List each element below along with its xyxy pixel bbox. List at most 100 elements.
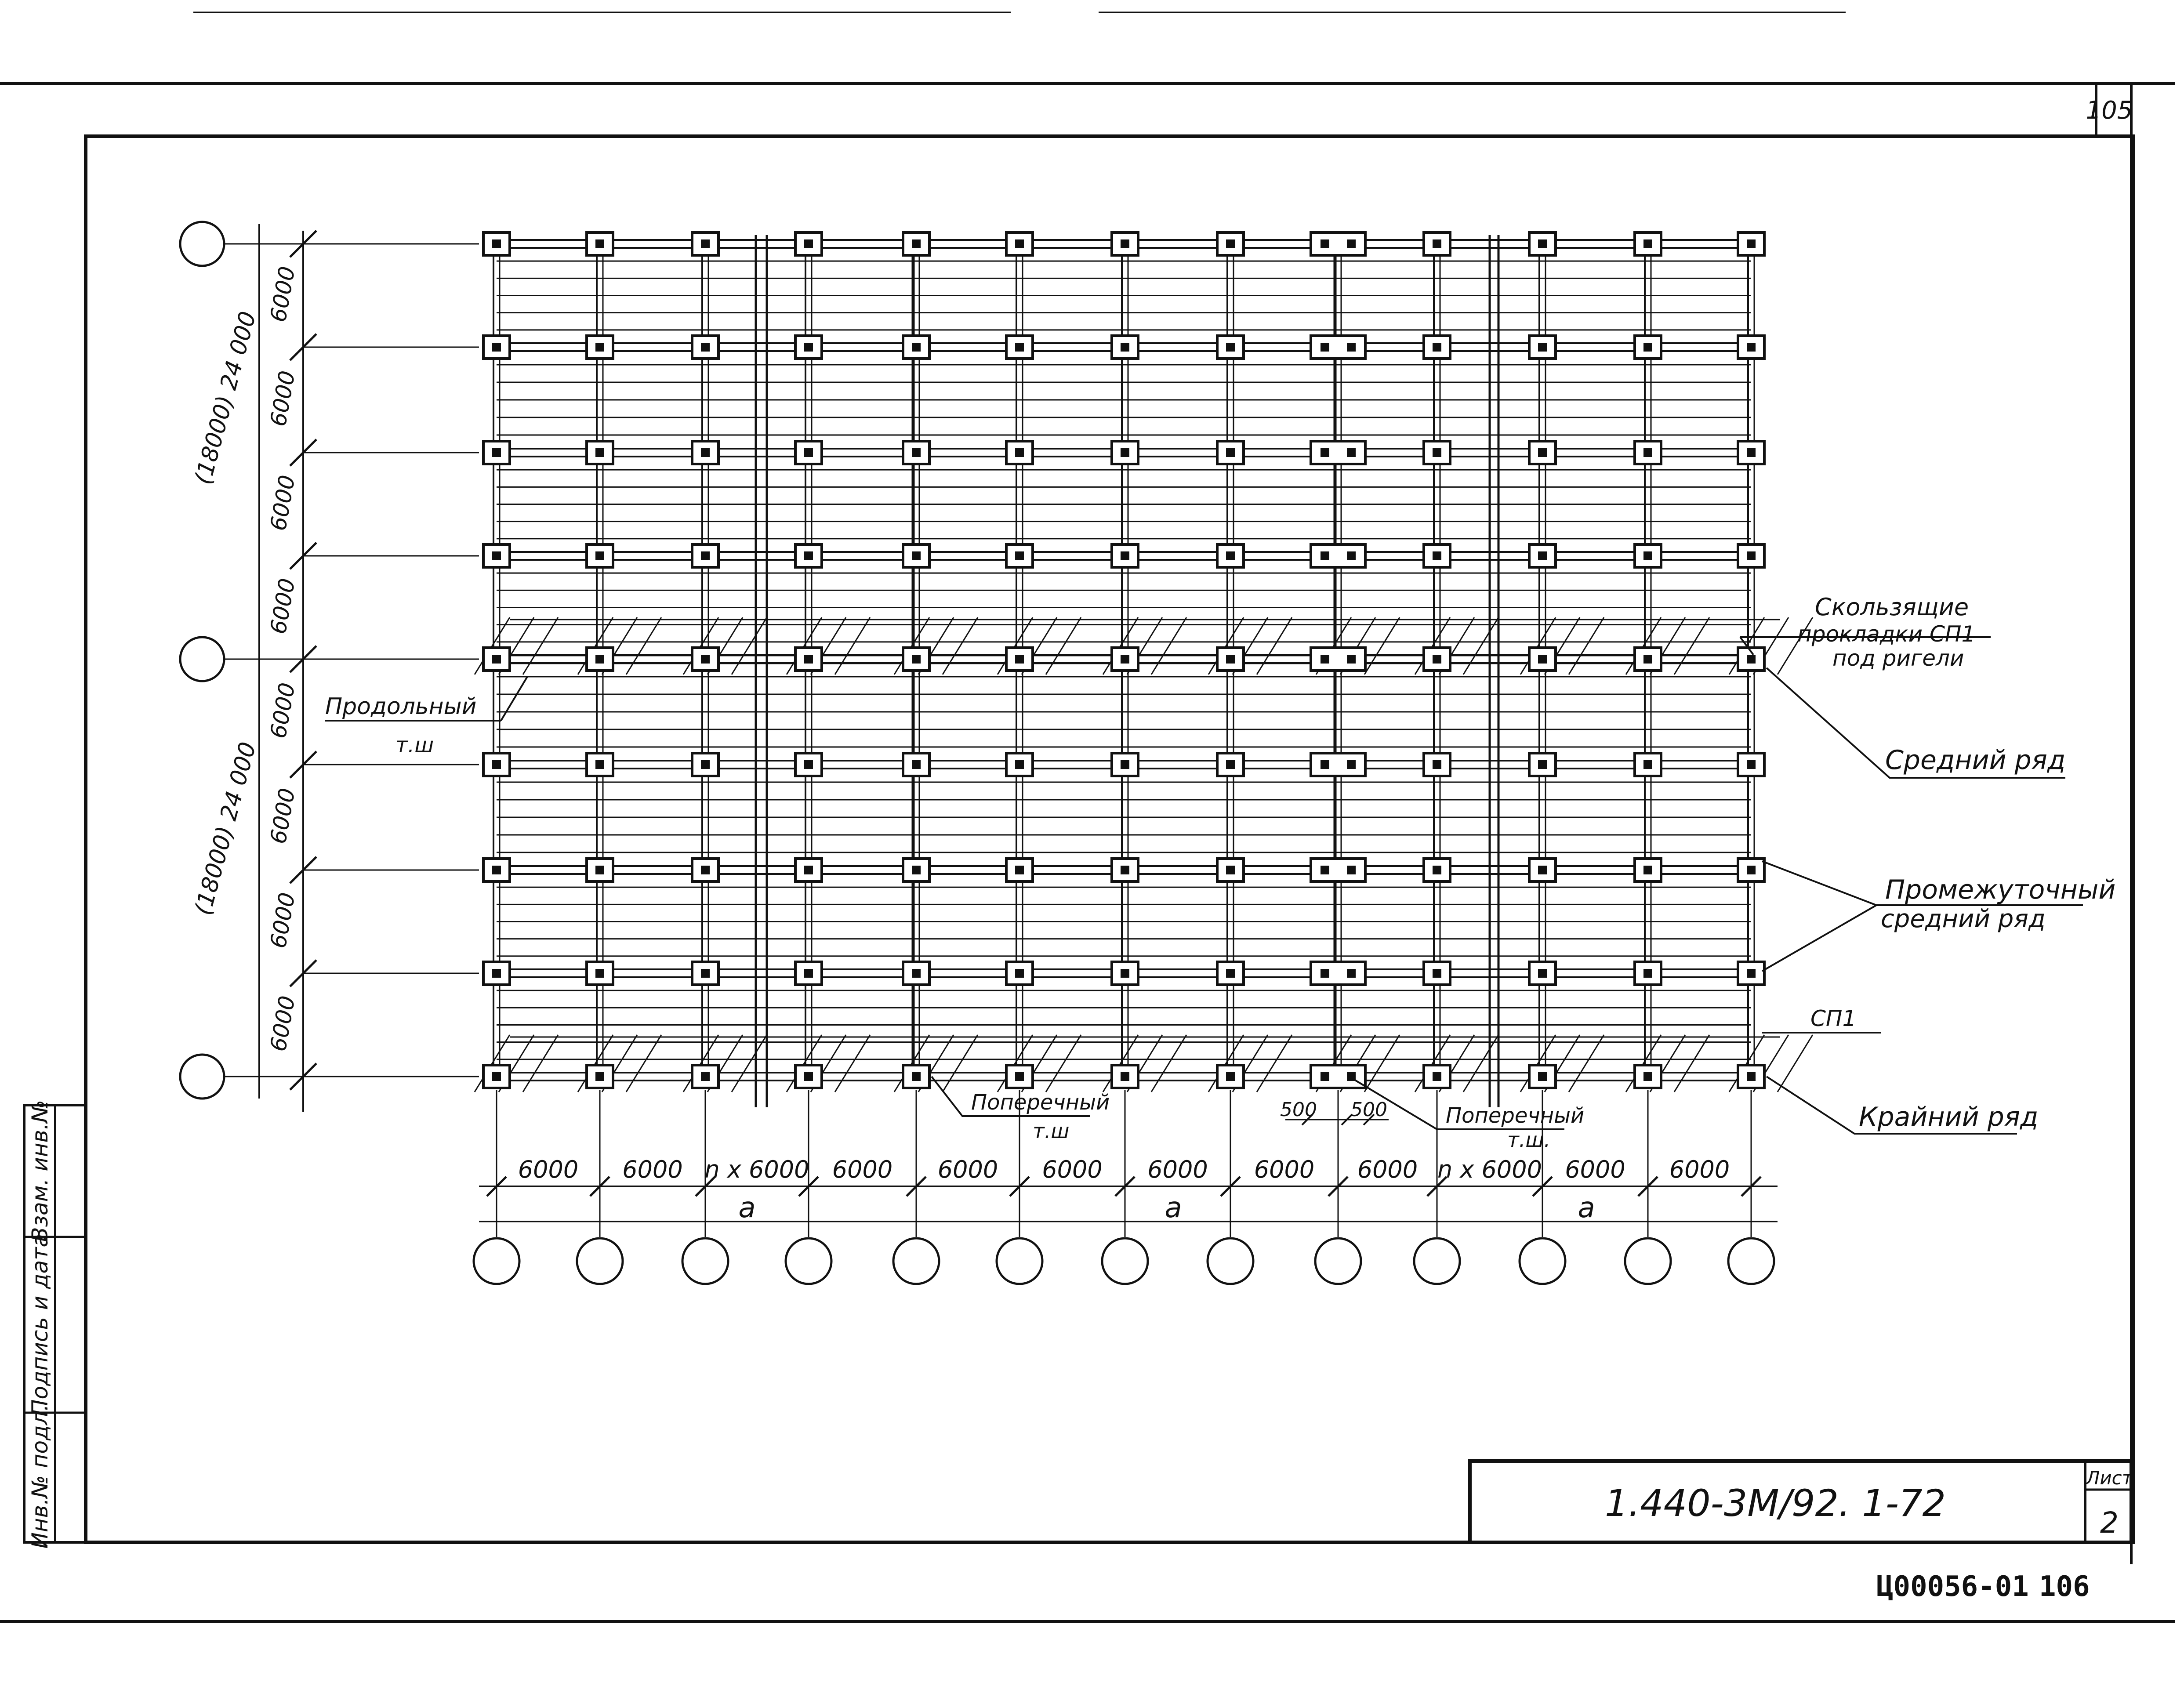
column-core <box>1433 551 1441 560</box>
pad-hatch <box>786 1034 823 1092</box>
pad-hatch <box>942 617 979 675</box>
column-core <box>1121 343 1129 352</box>
column <box>1737 646 1766 672</box>
column-core <box>1347 866 1356 874</box>
column-core <box>1433 343 1441 352</box>
callout-longitudinal-line1: Продольный <box>325 693 476 720</box>
pad-hatch <box>1102 1034 1139 1092</box>
pad-hatch <box>1568 1034 1605 1092</box>
dim-tick <box>486 1176 507 1197</box>
dim-horizontal-value: 6000 <box>518 1156 578 1183</box>
stamp-inv-no: Инв.№ подл. <box>27 1404 53 1548</box>
pad-hatch <box>1462 617 1499 675</box>
pad-hatch <box>834 617 871 675</box>
column-core <box>1433 655 1441 664</box>
column-core <box>1015 343 1024 352</box>
double-column <box>1310 857 1367 883</box>
column-core <box>1347 448 1356 457</box>
dim-horizontal-value: 6000 <box>1669 1156 1730 1183</box>
column-core <box>912 551 921 560</box>
dim-tick <box>589 1176 610 1197</box>
pad-hatch <box>893 617 930 675</box>
dim-vertical-value: 6000 <box>265 786 300 845</box>
column-core <box>912 760 921 769</box>
column-core <box>1226 866 1235 874</box>
axis-bubble <box>179 1053 225 1100</box>
column <box>902 543 931 569</box>
dim-tick <box>1532 1176 1553 1197</box>
axis-bubble <box>1624 1237 1672 1285</box>
column-core <box>1015 1072 1024 1081</box>
pad-hatch <box>1150 1034 1187 1092</box>
column <box>902 440 931 465</box>
double-column <box>1310 440 1367 465</box>
column-core <box>1015 655 1024 664</box>
dim-tick <box>1114 1176 1136 1197</box>
dim-tick <box>798 1176 819 1197</box>
column-core <box>1347 655 1356 664</box>
axis-bubble <box>1727 1237 1775 1285</box>
column-core <box>804 655 813 664</box>
dim-tick <box>906 1176 927 1197</box>
column-core <box>1015 551 1024 560</box>
column-core <box>1321 866 1329 874</box>
column-core <box>1226 448 1235 457</box>
sheet-frame <box>0 11 2175 1623</box>
column-core <box>1121 1072 1129 1081</box>
pad-hatch <box>577 617 614 675</box>
column-core <box>492 969 501 978</box>
pad-hatch <box>834 1034 871 1092</box>
dim-small-right: 500 <box>1350 1099 1387 1121</box>
column-core <box>1321 448 1329 457</box>
callout-transverse-right-line1: Поперечный <box>1446 1103 1584 1128</box>
column <box>585 231 614 257</box>
column-core <box>1643 760 1652 769</box>
double-column <box>1310 231 1367 257</box>
pad-hatch <box>1568 617 1605 675</box>
pad-hatch <box>1045 1034 1082 1092</box>
axis-bubble <box>576 1237 624 1285</box>
column-core <box>804 343 813 352</box>
column-core <box>1433 1072 1441 1081</box>
double-column <box>1310 752 1367 777</box>
column-core <box>804 969 813 978</box>
column-core <box>1121 760 1129 769</box>
stamp-replace-inv: Взам. инв.№ <box>27 1100 53 1242</box>
column <box>1005 543 1034 569</box>
dim-horizontal-value: 6000 <box>1565 1156 1625 1183</box>
column-core <box>1347 760 1356 769</box>
pad-hatch <box>942 1034 979 1092</box>
title-block <box>1468 1459 2133 1544</box>
column <box>1633 752 1662 777</box>
column-core <box>1538 1072 1547 1081</box>
column-core <box>701 448 710 457</box>
dim-tick <box>1741 1176 1762 1197</box>
column-core <box>1643 551 1652 560</box>
column-core <box>492 760 501 769</box>
column-core <box>804 239 813 248</box>
dim-vertical-value: 6000 <box>265 265 300 324</box>
column-core <box>1121 969 1129 978</box>
callout-edge-row: Крайний ряд <box>1859 1102 2038 1132</box>
pad-hatch <box>1728 1034 1765 1092</box>
dim-tick <box>1426 1176 1448 1197</box>
pad-hatch <box>474 1034 511 1092</box>
column <box>1422 440 1451 465</box>
column <box>585 752 614 777</box>
column <box>1737 231 1766 257</box>
callout-sliding-pads-line2: прокладки СП1 <box>1797 621 1975 647</box>
column-core <box>912 239 921 248</box>
column-core <box>1121 655 1129 664</box>
column <box>902 961 931 986</box>
dim-horizontal-value: n x 6000 <box>1437 1156 1542 1183</box>
dim-span-a-3: a <box>1578 1192 1595 1224</box>
column <box>794 1064 823 1089</box>
column-core <box>804 760 813 769</box>
dim-vertical-value: 6000 <box>265 891 300 950</box>
page-number: 105 <box>2086 96 2133 125</box>
column-core <box>701 239 710 248</box>
dim-horizontal-value: 6000 <box>622 1156 682 1183</box>
callout-transverse-left-line2: т.ш <box>1033 1119 1070 1143</box>
